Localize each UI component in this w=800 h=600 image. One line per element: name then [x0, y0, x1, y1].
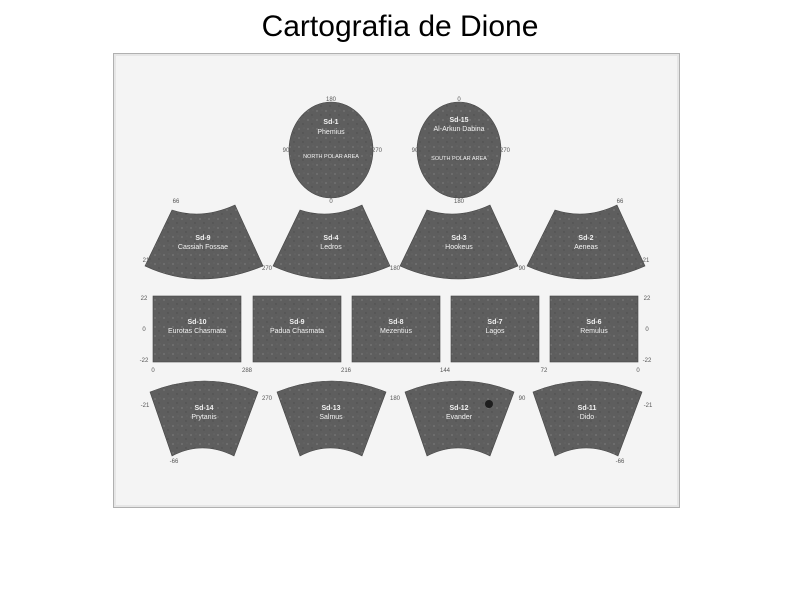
tile-name: Ledros: [320, 244, 342, 251]
tile-name: Dido: [580, 414, 595, 421]
tick-label: 21: [143, 258, 150, 264]
lower-fan-1[interactable]: Sd-14 Prytanis: [149, 380, 259, 457]
tick-label: 180: [390, 396, 401, 402]
tick-label: 72: [541, 368, 548, 374]
tile-code: Sd-12: [449, 405, 468, 412]
tile-code: Sd-14: [194, 405, 213, 412]
upper-fan-4[interactable]: Sd-2 Aeneas: [526, 204, 646, 280]
equatorial-ticks: 22 0 -22 22 0 -22 0 288 216 144 72 0: [140, 296, 652, 374]
upper-fan-1[interactable]: Sd-9 Cassiah Fossae: [144, 204, 264, 280]
tick-label: 0: [457, 97, 461, 103]
tile-code: Sd-9: [289, 319, 304, 326]
tick-label: 144: [440, 368, 451, 374]
tick-label: 90: [412, 148, 419, 154]
tile-name: Remulus: [580, 328, 608, 335]
tile-code: Sd-1: [323, 119, 338, 126]
tick-label: 180: [390, 266, 401, 272]
tile-name: Eurotas Chasmata: [168, 328, 226, 335]
equatorial-tile-4[interactable]: Sd-7 Lagos: [450, 295, 540, 363]
tile-code: Sd-8: [388, 319, 403, 326]
upper-fan-2[interactable]: Sd-4 Ledros: [272, 204, 391, 280]
tile-code: Sd-2: [578, 235, 593, 242]
tile-code: Sd-13: [321, 405, 340, 412]
tick-label: -22: [140, 358, 149, 364]
tile-name: Phemius: [317, 129, 345, 136]
tick-label: 90: [283, 148, 290, 154]
tile-name: Prytanis: [191, 414, 217, 421]
tick-label: 0: [645, 327, 649, 333]
tile-code: Sd-3: [451, 235, 466, 242]
tile-code: Sd-11: [578, 405, 597, 412]
lower-fan-4[interactable]: Sd-11 Dido: [532, 380, 643, 457]
equatorial-tile-3[interactable]: Sd-8 Mezentius: [351, 295, 441, 363]
tick-label: -66: [616, 459, 625, 465]
tile-code: Sd-15: [449, 117, 468, 124]
tick-label: 0: [636, 368, 640, 374]
tick-label: 270: [500, 148, 511, 154]
tick-label: 22: [644, 296, 651, 302]
tile-code: Sd-10: [187, 319, 206, 326]
tick-label: -21: [644, 403, 653, 409]
tick-label: -22: [643, 358, 652, 364]
tile-code: Sd-4: [323, 235, 338, 242]
tick-label: 90: [519, 396, 526, 402]
tick-label: 22: [141, 296, 148, 302]
tick-label: 21: [643, 258, 650, 264]
tick-label: 216: [341, 368, 352, 374]
tick-label: 90: [519, 266, 526, 272]
tile-code: Sd-7: [487, 319, 502, 326]
polar-tile-south[interactable]: Sd-15 Al-Arkun Dabina SOUTH POLAR AREA 0…: [412, 97, 511, 205]
tile-name: Salmus: [319, 414, 343, 421]
tick-label: 180: [454, 199, 465, 205]
tile-note: SOUTH POLAR AREA: [431, 156, 487, 162]
tile-name: Lagos: [485, 328, 505, 335]
equatorial-tile-5[interactable]: Sd-6 Remulus: [549, 295, 639, 363]
tile-name: Mezentius: [380, 328, 412, 335]
tile-name: Padua Chasmata: [270, 328, 324, 335]
lower-fan-3[interactable]: Sd-12 Evander: [404, 380, 515, 457]
tick-label: 0: [151, 368, 155, 374]
tick-label: 66: [173, 199, 180, 205]
tile-name: Evander: [446, 414, 473, 421]
tick-label: -66: [170, 459, 179, 465]
lower-fan-ticks: -21 270 180 90 -21 -66 -66: [141, 396, 653, 465]
tick-label: 270: [372, 148, 383, 154]
tile-name: Al-Arkun Dabina: [434, 126, 485, 133]
polar-tile-north[interactable]: Sd-1 Phemius NORTH POLAR AREA 180 90 270…: [283, 97, 383, 205]
tile-code: Sd-9: [195, 235, 210, 242]
equatorial-tile-2[interactable]: Sd-9 Padua Chasmata: [252, 295, 342, 363]
lower-fan-2[interactable]: Sd-13 Salmus: [276, 380, 387, 457]
tick-label: 288: [242, 368, 253, 374]
page-title: Cartografia de Dione: [261, 10, 539, 43]
tick-label: -21: [141, 403, 150, 409]
tick-label: 66: [617, 199, 624, 205]
equatorial-tile-1[interactable]: Sd-10 Eurotas Chasmata: [152, 295, 242, 363]
upper-fan-3[interactable]: Sd-3 Hookeus: [399, 204, 519, 280]
tick-label: 270: [262, 396, 273, 402]
tick-label: 270: [262, 266, 273, 272]
tick-label: 0: [329, 199, 333, 205]
crater-mark: [485, 400, 493, 408]
tile-code: Sd-6: [586, 319, 601, 326]
tick-label: 180: [326, 97, 337, 103]
tile-name: Hookeus: [445, 244, 473, 251]
tick-label: 0: [142, 327, 146, 333]
upper-fan-ticks: 66 270 180 90 21 21 66: [143, 199, 650, 272]
tile-name: Cassiah Fossae: [178, 244, 228, 251]
tile-name: Aeneas: [574, 244, 598, 251]
tile-note: NORTH POLAR AREA: [303, 154, 359, 160]
